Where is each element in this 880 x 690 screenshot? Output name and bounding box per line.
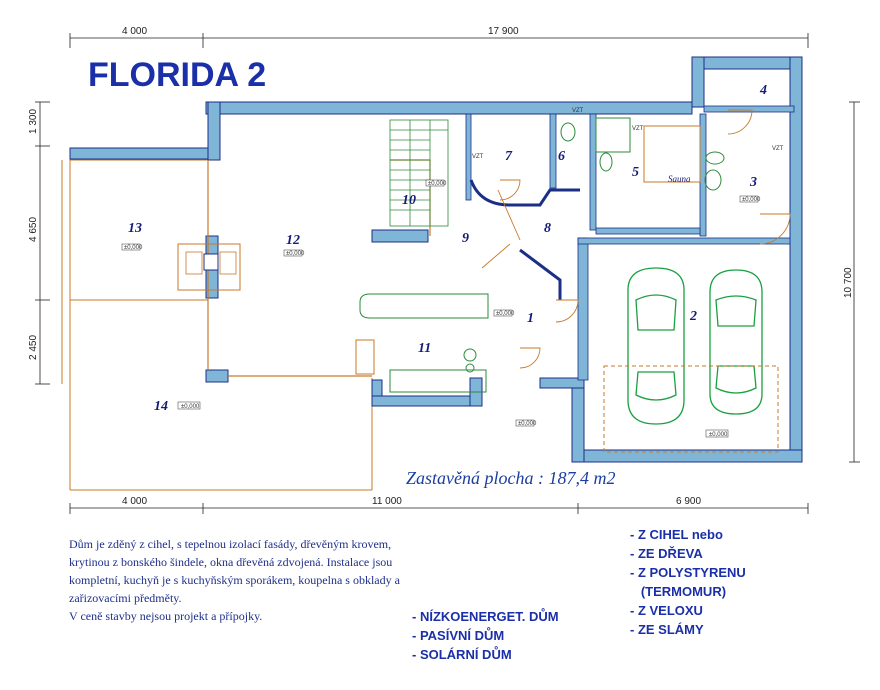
description-line: kompletní, kuchyň je s kuchyňským sporák… xyxy=(69,573,400,587)
energy-options-list: - NÍZKOENERGET. DŮM - PASÍVNÍ DŮM - SOLÁ… xyxy=(412,607,559,664)
energy-option: - NÍZKOENERGET. DŮM xyxy=(412,609,559,624)
room-number-2: 2 xyxy=(689,309,697,324)
vzt-label-1: VZT xyxy=(472,154,484,160)
vzt-label-3: VZT xyxy=(632,126,644,132)
room-number-1: 1 xyxy=(527,311,534,326)
room-number-9: 9 xyxy=(462,231,469,246)
level-tag-14: ±0,000 xyxy=(181,404,200,410)
room-number-3: 3 xyxy=(749,175,757,190)
car-right xyxy=(709,269,763,415)
bathroom-fixtures xyxy=(560,117,725,191)
doors xyxy=(481,109,791,369)
dim-bottom-1: 4 000 xyxy=(122,496,147,507)
staircase xyxy=(389,119,449,227)
level-tag-2: ±0,000 xyxy=(709,432,728,438)
room-number-11: 11 xyxy=(418,341,431,356)
material-option: - Z CIHEL nebo xyxy=(630,527,723,542)
dimension-lines xyxy=(35,33,860,514)
room-number-5: 5 xyxy=(632,165,639,180)
dim-top-right: 17 900 xyxy=(488,26,519,37)
interior-walls xyxy=(465,105,795,381)
level-tag-12: ±0,000 xyxy=(286,251,305,257)
sauna-label: Sauna xyxy=(668,174,691,184)
level-tags xyxy=(121,179,759,438)
kitchen-furniture xyxy=(355,293,489,393)
car-left xyxy=(627,267,685,425)
level-tag-13: ±0,000 xyxy=(124,245,143,251)
room-number-14: 14 xyxy=(154,399,168,414)
material-option: - ZE DŘEVA xyxy=(630,546,703,561)
material-option: (TERMOMUR) xyxy=(630,584,727,599)
material-options-list: - Z CIHEL nebo - ZE DŘEVA - Z POLYSTYREN… xyxy=(630,525,746,639)
built-area-label: Zastavěná plocha : 187,4 m2 xyxy=(406,468,615,488)
interior-lines xyxy=(207,159,431,377)
dim-left-1: 1 300 xyxy=(28,109,39,134)
energy-option: - PASÍVNÍ DŮM xyxy=(412,628,505,643)
curved-wall-7 xyxy=(469,179,580,207)
room-number-7: 7 xyxy=(505,149,513,164)
house-description: Dům je zděný z cihel, s tepelnou izolací… xyxy=(69,535,509,625)
energy-option: - SOLÁRNÍ DŮM xyxy=(412,647,512,662)
exterior-walls xyxy=(69,56,803,463)
room-number-4: 4 xyxy=(759,83,767,98)
dim-bottom-2: 11 000 xyxy=(372,496,402,507)
room-number-13: 13 xyxy=(128,221,142,236)
room-number-12: 12 xyxy=(286,233,300,248)
terrace-outlines xyxy=(61,159,373,491)
level-tag-1: ±0,000 xyxy=(496,311,515,317)
description-line: Dům je zděný z cihel, s tepelnou izolací… xyxy=(69,537,392,551)
dim-left-2: 4 650 xyxy=(28,217,39,242)
level-tag-entrance: ±0,000 xyxy=(518,421,537,427)
dim-bottom-3: 6 900 xyxy=(676,496,701,507)
dim-top-left: 4 000 xyxy=(122,26,147,37)
curved-wall-8 xyxy=(519,248,562,300)
room-number-8: 8 xyxy=(544,221,551,236)
level-tag-10: ±0,000 xyxy=(428,181,447,187)
vzt-label-2: VZT xyxy=(572,108,584,114)
plan-title: FLORIDA 2 xyxy=(88,56,266,94)
material-option: - ZE SLÁMY xyxy=(630,622,704,637)
fireplace xyxy=(177,243,241,291)
room-number-10: 10 xyxy=(402,193,416,208)
garage-door-swing xyxy=(603,365,779,453)
description-line: V ceně stavby nejsou projekt a přípojky. xyxy=(69,609,263,623)
room-number-6: 6 xyxy=(558,149,565,164)
description-line: zařizovacími předměty. xyxy=(69,591,182,605)
vzt-label-4: VZT xyxy=(772,146,784,152)
dim-right: 10 700 xyxy=(843,267,854,298)
level-tag-3: ±0,000 xyxy=(742,197,761,203)
dim-left-3: 2 450 xyxy=(28,335,39,360)
material-option: - Z POLYSTYRENU xyxy=(630,565,746,580)
material-option: - Z VELOXU xyxy=(630,603,703,618)
description-line: krytinou z bonského šindele, okna dřevěn… xyxy=(69,555,393,569)
